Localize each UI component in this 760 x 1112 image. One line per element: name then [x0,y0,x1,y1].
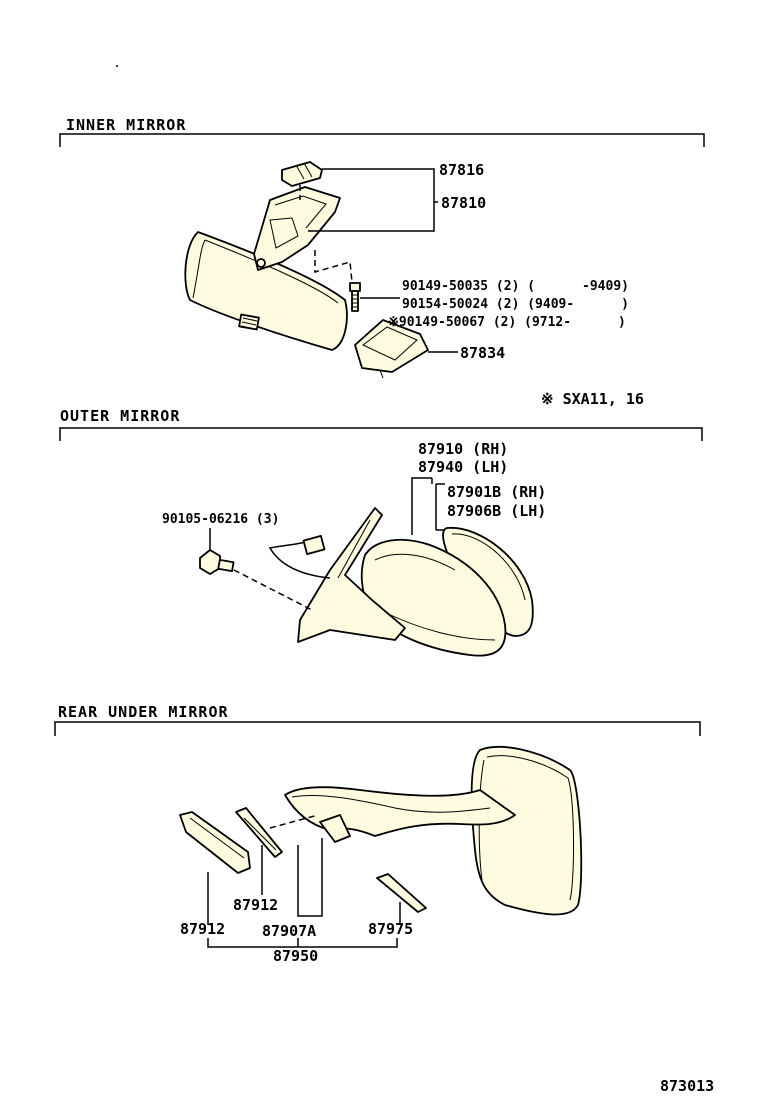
part-87950-label: 87950 [273,947,318,965]
diagram-code: 873013 [660,1077,714,1095]
rear-cover-right [376,873,427,913]
rear-cover-mid [235,807,283,858]
outer-section-bracket [59,427,703,441]
part-87910-label: 87910 (RH) [418,440,508,458]
outer-screw [199,549,235,575]
screw-90105-06216-label: 90105-06216 (3) [162,512,279,527]
part-87912-label-a: 87912 [233,896,278,914]
inner-cover [354,319,429,379]
inner-mirror-stay [253,186,341,271]
bolt-90149-50035-label: 90149-50035 (2) ( -9409) [402,279,629,294]
bolt-90149-50067-label: ※90149-50067 (2) (9712- ) [388,315,626,330]
bolt-90154-50024-label: 90154-50024 (2) (9409- ) [402,297,629,312]
part-87816-label: 87816 [439,161,484,179]
outer-mirror-harness [268,535,331,579]
inner-mirror-body [184,231,348,351]
inner-mirror-title: INNER MIRROR [66,116,186,134]
part-87975-label: 87975 [368,920,413,938]
inner-mirror-pad [281,161,323,187]
part-87906b-label: 87906B (LH) [447,502,546,520]
rear-cover-left [179,811,251,874]
model-note: ※ SXA11, 16 [541,390,644,408]
outer-mirror-title: OUTER MIRROR [60,407,180,425]
inner-section-bracket [59,133,705,147]
rear-under-mirror-title: REAR UNDER MIRROR [58,703,229,721]
rear-mirror-arm [284,786,516,843]
part-87912-label-b: 87912 [180,920,225,938]
rear-section-bracket [54,721,701,736]
part-87834-label: 87834 [460,344,505,362]
part-87810-label: 87810 [441,194,486,212]
part-87940-label: 87940 (LH) [418,458,508,476]
part-87907a-label: 87907A [262,922,316,940]
outer-mirror-base [297,507,406,643]
inner-bolt [349,282,361,312]
rear-mirror-head [470,746,583,916]
part-87901b-label: 87901B (RH) [447,483,546,501]
